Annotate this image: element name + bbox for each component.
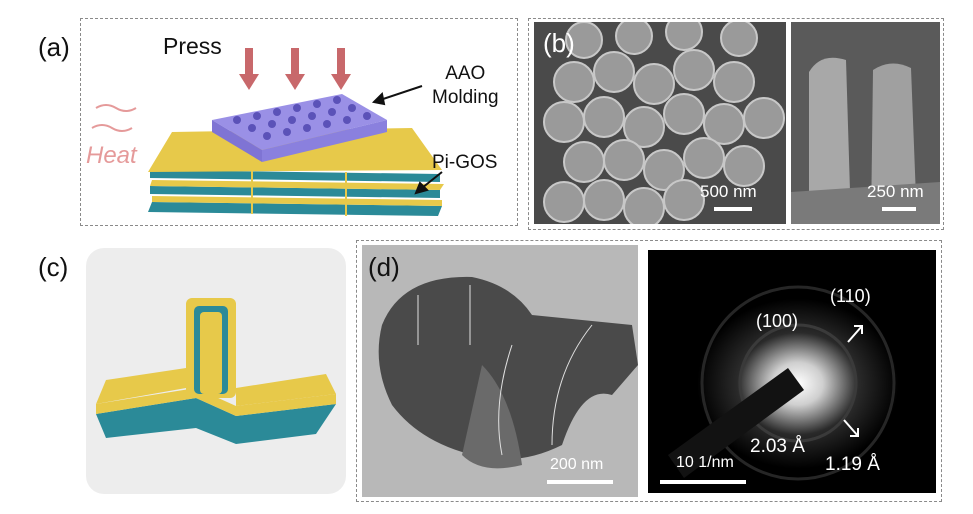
- panel-a-label: (a): [38, 32, 70, 62]
- sem2-scalebar: [882, 207, 916, 211]
- saed-scalebar: [660, 480, 746, 484]
- panel-d-frame: [356, 240, 942, 502]
- panel-a-illustration: [91, 48, 444, 216]
- pigos-label: Pi-GOS: [432, 152, 498, 173]
- sem2-scale-label: 250 nm: [867, 182, 924, 201]
- sem1-scalebar: [714, 207, 752, 211]
- press-label: Press: [163, 33, 222, 59]
- sem-image-1: [534, 22, 786, 224]
- tem-scale-label: 200 nm: [550, 456, 604, 473]
- heat-wave-icon: [91, 104, 137, 132]
- panel-c-illustration: [86, 248, 346, 494]
- aao-mold: [212, 94, 387, 162]
- d-spacing-2: 1.19 Å: [825, 454, 880, 475]
- plane-100-label: (100): [756, 311, 799, 331]
- panel-b-frame: [528, 18, 944, 230]
- panel-c-label: (c): [38, 252, 69, 282]
- pointer-arrow-icon: [371, 85, 443, 195]
- saed-scale-label: 10 1/nm: [676, 454, 734, 471]
- aao-label: AAO Molding: [432, 63, 499, 108]
- panel-a-frame: [80, 18, 518, 226]
- tem-image: [362, 245, 638, 497]
- d-spacing-1: 2.03 Å: [750, 436, 805, 457]
- plane-110-label: (110): [830, 286, 871, 306]
- press-arrow-icon: [239, 48, 351, 90]
- heat-label: Heat: [86, 142, 137, 169]
- panel-b-label: (b): [543, 28, 575, 58]
- panel-d-label: (d): [368, 252, 400, 282]
- saed-pattern: [648, 250, 936, 493]
- plane-arrow-icon: [843, 325, 863, 437]
- sem-image-2: [791, 22, 940, 224]
- sem1-scale-label: 500 nm: [700, 182, 757, 201]
- tem-scalebar: [547, 480, 613, 484]
